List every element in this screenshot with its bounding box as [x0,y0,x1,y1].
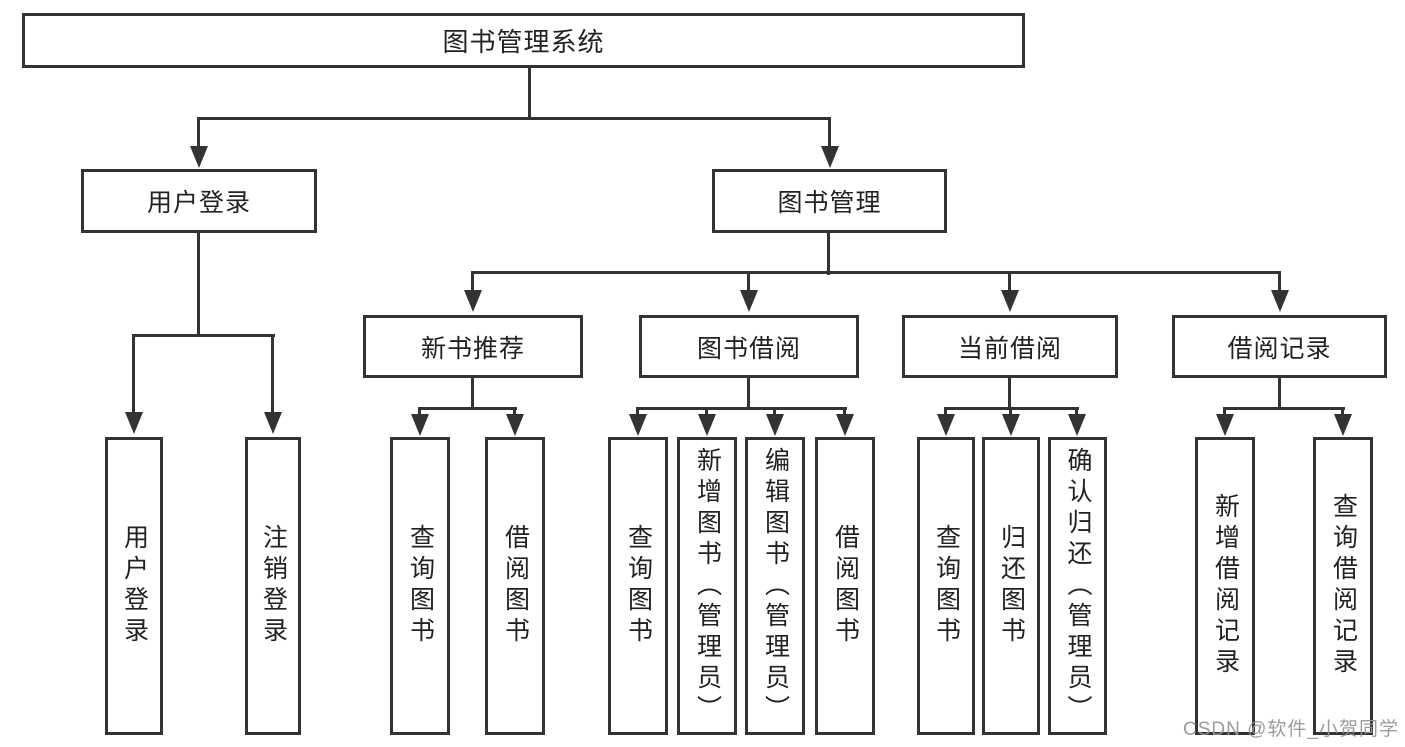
leaf-query-books-current: 查询图书 [917,437,975,735]
connector-newbook-stub [471,378,474,409]
arrowhead-down [766,414,784,436]
arrowhead-down [629,414,647,436]
connector-arrow-stem [513,409,516,417]
leaf-add-book-admin: 新增图书（管理员） [677,437,737,735]
arrowhead-down [821,146,839,168]
node-book-management: 图书管理 [712,169,947,233]
connector-arrow-stem [944,409,947,417]
watermark-text: CSDN @软件_小贺同学 [1183,719,1399,740]
connector-arrow-stem [747,273,750,293]
connector-arrow-stem [197,119,200,149]
connector-user-login-rail [132,334,275,337]
arrowhead-down [464,290,482,312]
arrowhead-down [1002,414,1020,436]
connector-arrow-stem [843,409,846,417]
node-new-book-recommend: 新书推荐 [363,315,583,378]
connector-arrow-stem [773,409,776,417]
connector-arrow-stem [471,273,474,293]
node-user-login: 用户登录 [81,169,317,233]
arrowhead-down [1068,414,1086,436]
connector-records-stub [1278,378,1281,409]
connector-root-stub [528,68,531,119]
connector-borrow-stub [747,378,750,409]
connector-arrow-stem [271,336,274,414]
connector-level2-rail [197,117,831,120]
connector-arrow-stem [418,409,421,417]
connector-arrow-stem [1075,409,1078,417]
connector-level3-rail [471,271,1281,274]
leaf-add-borrow-record: 新增借阅记录 [1195,437,1255,735]
leaf-borrow-books: 借阅图书 [815,437,875,735]
connector-arrow-stem [705,409,708,417]
leaf-logout: 注销登录 [245,437,301,735]
connector-current-stub [1008,378,1011,409]
leaf-borrow-books-recommend: 借阅图书 [485,437,545,735]
arrowhead-down [698,414,716,436]
node-borrow-records: 借阅记录 [1172,315,1387,378]
connector-arrow-stem [132,336,135,414]
node-book-management-system: 图书管理系统 [22,13,1025,68]
arrowhead-down [1001,290,1019,312]
connector-arrow-stem [1278,273,1281,293]
arrowhead-down [1216,414,1234,436]
arrowhead-down [836,414,854,436]
arrowhead-down [190,146,208,168]
leaf-edit-book-admin: 编辑图书（管理员） [745,437,805,735]
connector-borrow-rail [636,407,847,410]
connector-current-rail [944,407,1079,410]
node-book-borrow: 图书借阅 [639,315,859,378]
connector-newbook-rail [418,407,517,410]
connector-arrow-stem [636,409,639,417]
leaf-query-books-recommend: 查询图书 [390,437,450,735]
arrowhead-down [506,414,524,436]
arrowhead-down [125,412,143,434]
connector-arrow-stem [1008,273,1011,293]
connector-user-login-stub [197,233,200,337]
leaf-return-book: 归还图书 [982,437,1040,735]
connector-arrow-stem [1223,409,1226,417]
arrowhead-down [740,290,758,312]
node-current-borrow: 当前借阅 [902,315,1118,378]
connector-records-rail [1223,407,1345,410]
leaf-confirm-return-admin: 确认归还（管理员） [1048,437,1107,735]
arrowhead-down [264,412,282,434]
arrowhead-down [1334,414,1352,436]
connector-arrow-stem [1009,409,1012,417]
connector-book-mgmt-stub [827,233,830,275]
arrowhead-down [411,414,429,436]
leaf-query-books-borrow: 查询图书 [608,437,668,735]
connector-arrow-stem [828,119,831,149]
leaf-query-borrow-record: 查询借阅记录 [1313,437,1373,735]
arrowhead-down [1271,290,1289,312]
leaf-user-login: 用户登录 [105,437,163,735]
connector-arrow-stem [1341,409,1344,417]
arrowhead-down [937,414,955,436]
